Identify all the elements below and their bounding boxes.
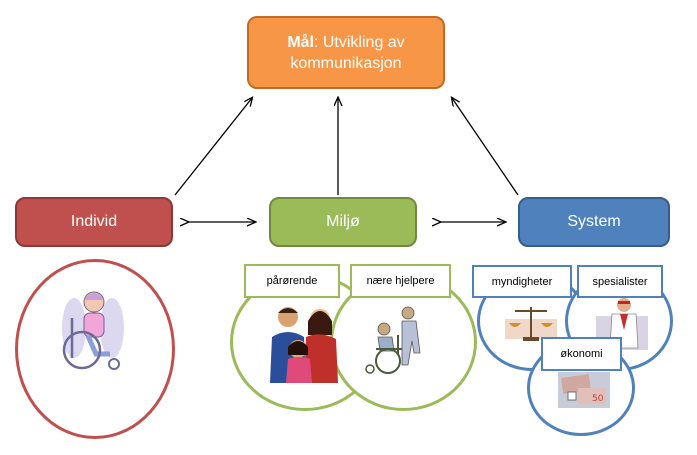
parorende-label-box: pårørende (244, 264, 340, 298)
individ-box: Individ (15, 197, 173, 247)
arrow-individ-to-goal (174, 98, 252, 196)
money-icon: 50 (558, 372, 610, 408)
caregiver-wheelchair-icon (365, 306, 421, 374)
okonomi-label: økonomi (560, 348, 603, 360)
scales-of-justice-icon (505, 307, 557, 341)
parorende-label: pårørende (266, 275, 318, 287)
goal-description: : Utvikling av kommunikasjon (290, 33, 405, 72)
family-icon (270, 307, 338, 383)
naere-hjelpere-label-box: nære hjelpere (350, 264, 451, 298)
myndigheter-label-box: myndigheter (472, 265, 572, 298)
person-in-wheelchair-icon (62, 291, 124, 370)
okonomi-label-box: økonomi (541, 337, 622, 371)
myndigheter-label: myndigheter (491, 275, 553, 288)
naere-hjelpere-label: nære hjelpere (366, 275, 435, 287)
miljo-box: Miljø (269, 197, 417, 247)
goal-box: Mål: Utvikling av kommunikasjon (247, 16, 445, 89)
goal-text: Mål: Utvikling av kommunikasjon (265, 32, 427, 74)
arrow-system-to-goal (452, 98, 519, 196)
goal-bold-label: Mål (287, 33, 314, 51)
system-box: System (518, 197, 670, 247)
spesialister-label-box: spesialister (577, 265, 663, 298)
spesialister-label: spesialister (592, 275, 648, 288)
individ-label: Individ (70, 213, 118, 230)
miljo-label: Miljø (326, 213, 360, 230)
svg-text:50: 50 (592, 394, 604, 404)
system-label: System (567, 213, 621, 230)
